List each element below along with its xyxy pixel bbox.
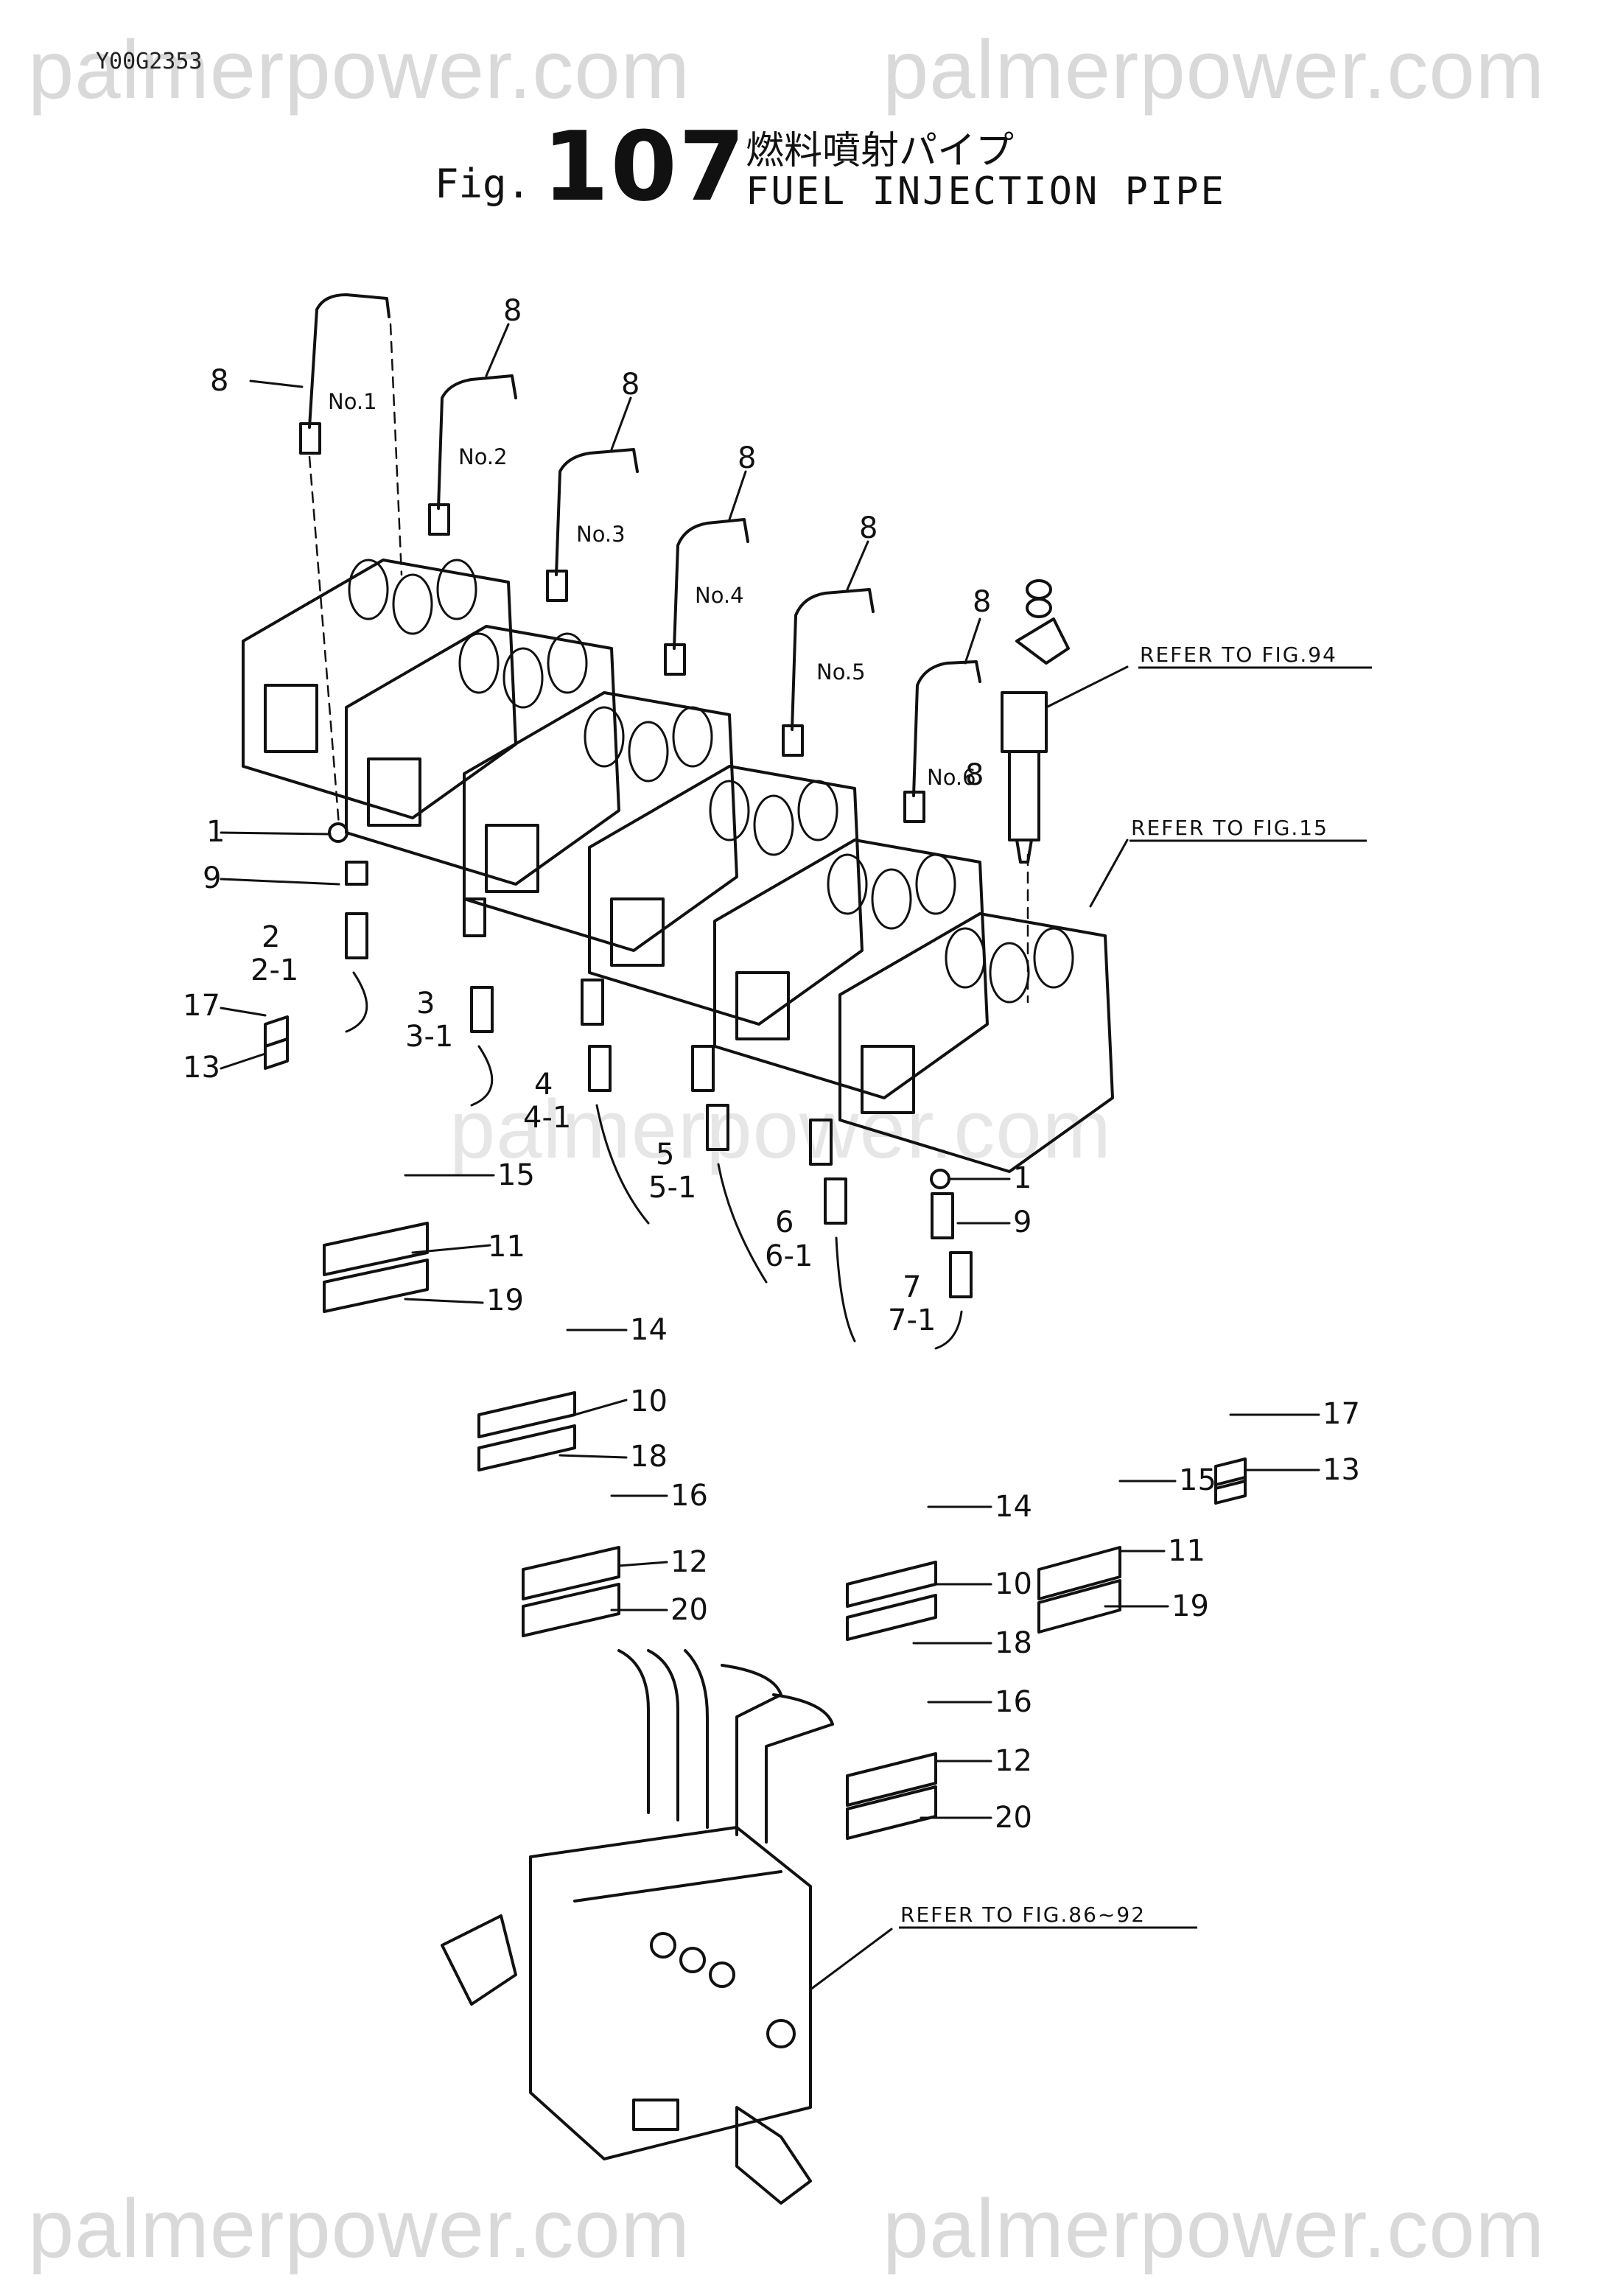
fuel-injection-pump	[441, 1826, 812, 2205]
callout-6: 6	[775, 1205, 794, 1239]
leader-lines	[220, 323, 1320, 1991]
injection-pipes	[299, 293, 981, 823]
callout-11-right: 11	[1168, 1534, 1205, 1568]
callout-17-right: 17	[1323, 1397, 1360, 1431]
callout-5: 5	[656, 1138, 674, 1172]
callout-9-right: 9	[1013, 1205, 1032, 1239]
callout-20-left: 20	[670, 1593, 708, 1627]
reference-fig-94: REFER TO FIG.94	[1140, 643, 1337, 667]
cylinder-label-no1: No.1	[328, 389, 377, 414]
cylinder-labels: No.1 No.2 No.3 No.4 No.5 No.6	[328, 389, 976, 790]
reference-underlines	[899, 666, 1372, 1929]
callout-15-left: 15	[497, 1158, 535, 1192]
callout-3-1: 3-1	[405, 1020, 453, 1054]
callout-12-right: 12	[995, 1744, 1032, 1778]
part-callouts: 8 8 8 8 8 8 8 1 9 2 2-1 17 13 3 3-1 4 4-…	[183, 294, 1360, 1835]
callout-11-left: 11	[488, 1230, 525, 1264]
callout-12-left: 12	[670, 1545, 708, 1579]
callout-8-no3: 8	[621, 368, 640, 402]
watermark-center: palmerpower.com	[449, 1083, 1112, 1175]
return-lines	[345, 971, 963, 1350]
injection-nozzle	[1001, 579, 1070, 864]
callout-18-left: 18	[630, 1440, 668, 1474]
callout-1-left: 1	[206, 815, 225, 849]
callout-3: 3	[416, 987, 435, 1021]
figure-number: 107	[542, 111, 747, 223]
pipe-clamps	[264, 1015, 1247, 1840]
title-english: FUEL INJECTION PIPE	[746, 169, 1226, 214]
callout-20-right: 20	[995, 1801, 1032, 1835]
callout-10-left: 10	[630, 1385, 668, 1418]
callout-7: 7	[903, 1270, 921, 1304]
callout-8-no5: 8	[859, 511, 878, 545]
callout-19-left: 19	[486, 1284, 524, 1317]
callout-8-no2: 8	[503, 294, 522, 328]
reference-notes: REFER TO FIG.94 REFER TO FIG.15 REFER TO…	[900, 643, 1337, 1927]
lower-pipes	[617, 1649, 834, 1844]
callout-16-left: 16	[670, 1479, 708, 1513]
callout-1-right: 1	[1013, 1161, 1032, 1195]
cylinder-label-no4: No.4	[695, 583, 744, 608]
callout-8-nozzle: 8	[965, 758, 984, 792]
watermark-top-right: palmerpower.com	[883, 24, 1545, 116]
callout-17-left: 17	[183, 989, 220, 1023]
callout-15-right: 15	[1179, 1463, 1216, 1497]
callout-4: 4	[534, 1068, 553, 1102]
callout-8-no1: 8	[210, 364, 228, 398]
watermark-bottom-right: palmerpower.com	[883, 2183, 1545, 2275]
callout-13-right: 13	[1323, 1453, 1360, 1487]
callout-14-left: 14	[630, 1313, 668, 1347]
title-japanese: 燃料噴射パイプ	[746, 129, 1015, 173]
drawing-code: Y00G2353	[96, 49, 203, 74]
delivery-valve-fittings	[328, 822, 973, 1298]
callout-13-left: 13	[183, 1051, 220, 1085]
reference-fig-86-92: REFER TO FIG.86~92	[900, 1903, 1146, 1927]
cylinder-label-no3: No.3	[576, 522, 626, 547]
callout-2-1: 2-1	[251, 953, 298, 987]
cylinder-label-no2: No.2	[458, 444, 508, 469]
callout-9-left: 9	[203, 861, 221, 895]
figure-label: Fig.	[435, 161, 531, 207]
cylinder-label-no6: No.6	[927, 765, 976, 790]
callout-8-no4: 8	[738, 441, 756, 475]
callout-19-right: 19	[1172, 1589, 1209, 1623]
callout-18-right: 18	[995, 1626, 1032, 1660]
callout-8-no6: 8	[973, 585, 991, 619]
callout-7-1: 7-1	[888, 1303, 936, 1337]
callout-14-right: 14	[995, 1490, 1032, 1524]
watermark-top-left: palmerpower.com	[28, 24, 690, 116]
cylinder-head-assembly	[242, 559, 1114, 1173]
callout-5-1: 5-1	[648, 1171, 696, 1205]
callout-10-right: 10	[995, 1567, 1032, 1601]
callout-4-1: 4-1	[523, 1101, 571, 1135]
reference-fig-15: REFER TO FIG.15	[1131, 816, 1328, 840]
watermark-bottom-left: palmerpower.com	[28, 2183, 690, 2275]
callout-16-right: 16	[995, 1685, 1032, 1719]
callout-2: 2	[262, 920, 280, 954]
guide-lines	[308, 323, 1029, 1004]
callout-6-1: 6-1	[765, 1239, 813, 1273]
cylinder-label-no5: No.5	[816, 659, 866, 685]
